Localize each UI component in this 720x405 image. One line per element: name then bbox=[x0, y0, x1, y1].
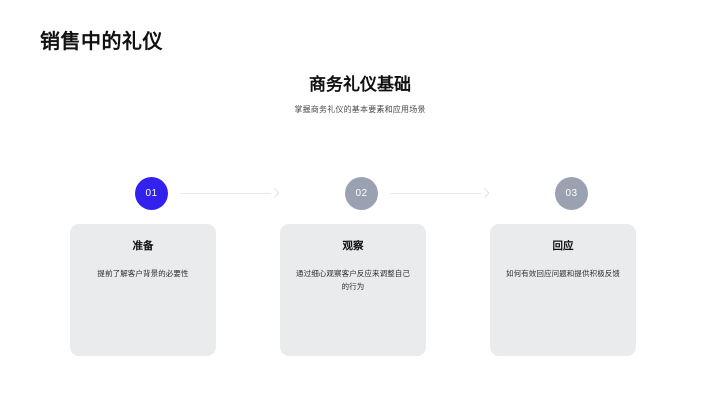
connector-2-3 bbox=[390, 187, 490, 199]
headline-block: 商务礼仪基础 掌握商务礼仪的基本要素和应用场景 bbox=[0, 74, 720, 115]
step-card-2[interactable]: 观察 通过细心观察客户反应来调整自己的行为 bbox=[280, 224, 426, 356]
step-circle-02[interactable]: 02 bbox=[345, 176, 378, 210]
card-body: 如何有效回应问题和提供积极反馈 bbox=[506, 268, 620, 278]
connector-1-2 bbox=[180, 187, 280, 199]
card-title: 观察 bbox=[342, 240, 364, 252]
card-title: 准备 bbox=[132, 240, 154, 252]
step-column-3: 03 bbox=[490, 176, 588, 210]
main-heading: 商务礼仪基础 bbox=[309, 75, 411, 94]
page-title: 销售中的礼仪 bbox=[40, 31, 163, 53]
step-circle-03[interactable]: 03 bbox=[555, 176, 588, 210]
connector-line-icon bbox=[180, 193, 271, 194]
sub-heading: 掌握商务礼仪的基本要素和应用场景 bbox=[294, 105, 426, 115]
step-number-02: 02 bbox=[355, 187, 368, 199]
card-row: 准备 提前了解客户背景的必要性 观察 通过细心观察客户反应来调整自己的行为 回应… bbox=[70, 224, 636, 356]
step-number-01: 01 bbox=[145, 187, 158, 199]
stepper: 01 02 03 bbox=[70, 176, 672, 210]
step-card-3[interactable]: 回应 如何有效回应问题和提供积极反馈 bbox=[490, 224, 636, 356]
arrow-right-icon bbox=[479, 188, 490, 198]
step-card-1[interactable]: 准备 提前了解客户背景的必要性 bbox=[70, 224, 216, 356]
arrow-right-icon bbox=[269, 188, 280, 198]
card-body: 通过细心观察客户反应来调整自己的行为 bbox=[296, 268, 410, 291]
step-column-1: 01 bbox=[70, 176, 280, 210]
card-title: 回应 bbox=[552, 240, 574, 252]
connector-line-icon bbox=[390, 193, 481, 194]
step-circle-01[interactable]: 01 bbox=[135, 176, 168, 210]
step-column-2: 02 bbox=[280, 176, 490, 210]
step-number-03: 03 bbox=[565, 187, 578, 199]
card-body: 提前了解客户背景的必要性 bbox=[97, 268, 189, 278]
